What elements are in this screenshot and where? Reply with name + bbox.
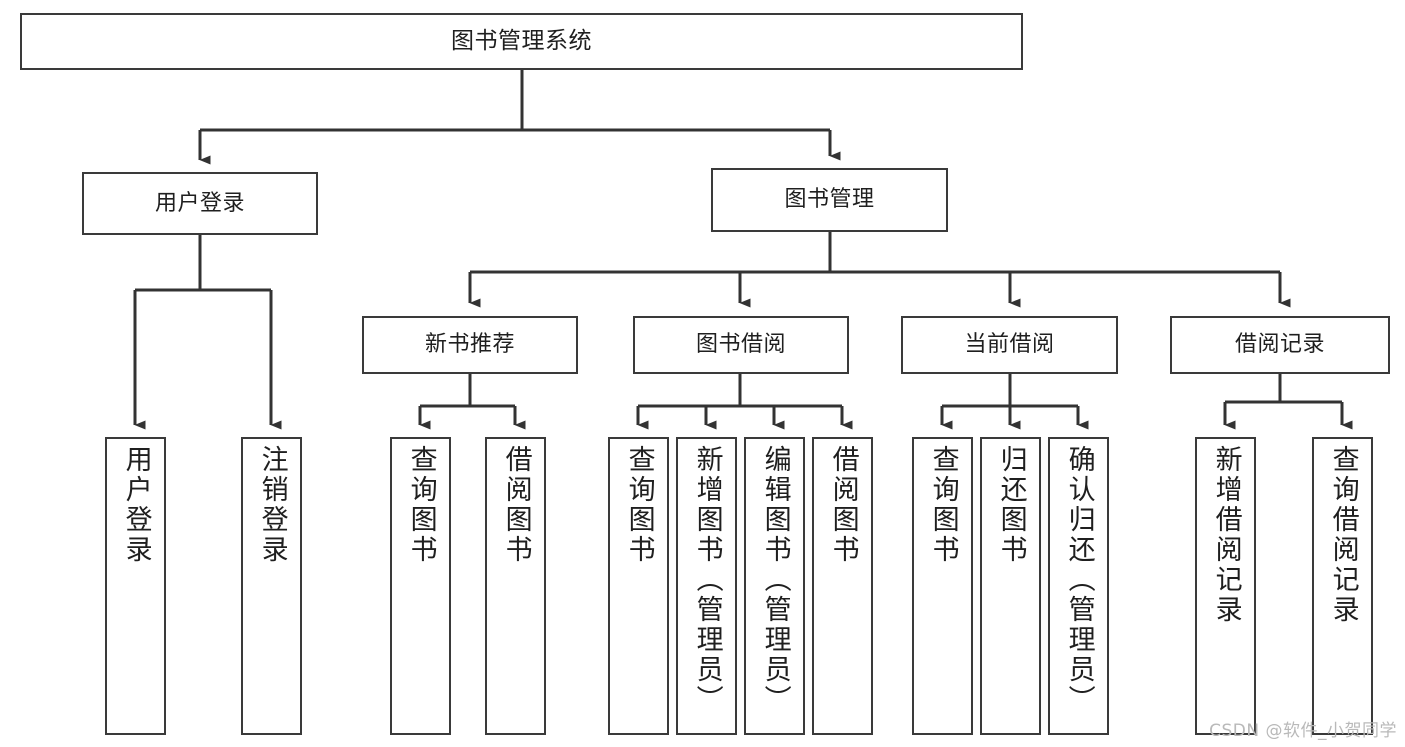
- node-label: 查询图书: [927, 445, 959, 565]
- node-leaf-logout[interactable]: 注销登录: [241, 437, 302, 735]
- node-leaf-query-book-borrow[interactable]: 查询图书: [608, 437, 669, 735]
- node-label: 归还图书: [995, 445, 1027, 565]
- node-label: 图书管理: [784, 187, 875, 213]
- node-leaf-add-book-admin[interactable]: 新增图书（管理员）: [676, 437, 737, 735]
- node-leaf-query-book-current[interactable]: 查询图书: [912, 437, 973, 735]
- node-label: 编辑图书（管理员）: [759, 445, 791, 715]
- node-label: 用户登录: [154, 190, 245, 216]
- node-book-management[interactable]: 图书管理: [711, 168, 948, 232]
- node-label: 注销登录: [256, 445, 288, 565]
- node-leaf-borrow-book-recommend[interactable]: 借阅图书: [485, 437, 546, 735]
- node-leaf-return-book[interactable]: 归还图书: [980, 437, 1041, 735]
- node-leaf-add-borrow-record[interactable]: 新增借阅记录: [1195, 437, 1256, 735]
- node-label: 查询图书: [623, 445, 655, 565]
- node-label: 借阅图书: [827, 445, 859, 565]
- node-leaf-query-book-recommend[interactable]: 查询图书: [390, 437, 451, 735]
- node-leaf-query-borrow-record[interactable]: 查询借阅记录: [1312, 437, 1373, 735]
- node-label: 查询借阅记录: [1327, 445, 1359, 625]
- node-label: 图书管理系统: [451, 28, 592, 55]
- node-leaf-edit-book-admin[interactable]: 编辑图书（管理员）: [744, 437, 805, 735]
- node-label: 新增借阅记录: [1210, 445, 1242, 625]
- node-user-login[interactable]: 用户登录: [82, 172, 318, 235]
- node-label: 用户登录: [120, 445, 152, 565]
- node-label: 新书推荐: [424, 332, 515, 358]
- node-leaf-borrow-book[interactable]: 借阅图书: [812, 437, 873, 735]
- node-borrow-record[interactable]: 借阅记录: [1170, 316, 1390, 374]
- node-current-borrow[interactable]: 当前借阅: [901, 316, 1118, 374]
- node-new-book-recommend[interactable]: 新书推荐: [362, 316, 578, 374]
- node-label: 借阅记录: [1234, 332, 1325, 358]
- node-root-system[interactable]: 图书管理系统: [20, 13, 1023, 70]
- node-label: 确认归还（管理员）: [1063, 445, 1095, 715]
- node-label: 当前借阅: [964, 332, 1055, 358]
- node-label: 新增图书（管理员）: [691, 445, 723, 715]
- node-label: 查询图书: [405, 445, 437, 565]
- node-label: 借阅图书: [500, 445, 532, 565]
- node-book-borrow[interactable]: 图书借阅: [633, 316, 849, 374]
- watermark-text: CSDN @软件_小贺同学: [1209, 721, 1397, 741]
- node-leaf-confirm-return-admin[interactable]: 确认归还（管理员）: [1048, 437, 1109, 735]
- node-label: 图书借阅: [695, 332, 786, 358]
- node-leaf-user-login[interactable]: 用户登录: [105, 437, 166, 735]
